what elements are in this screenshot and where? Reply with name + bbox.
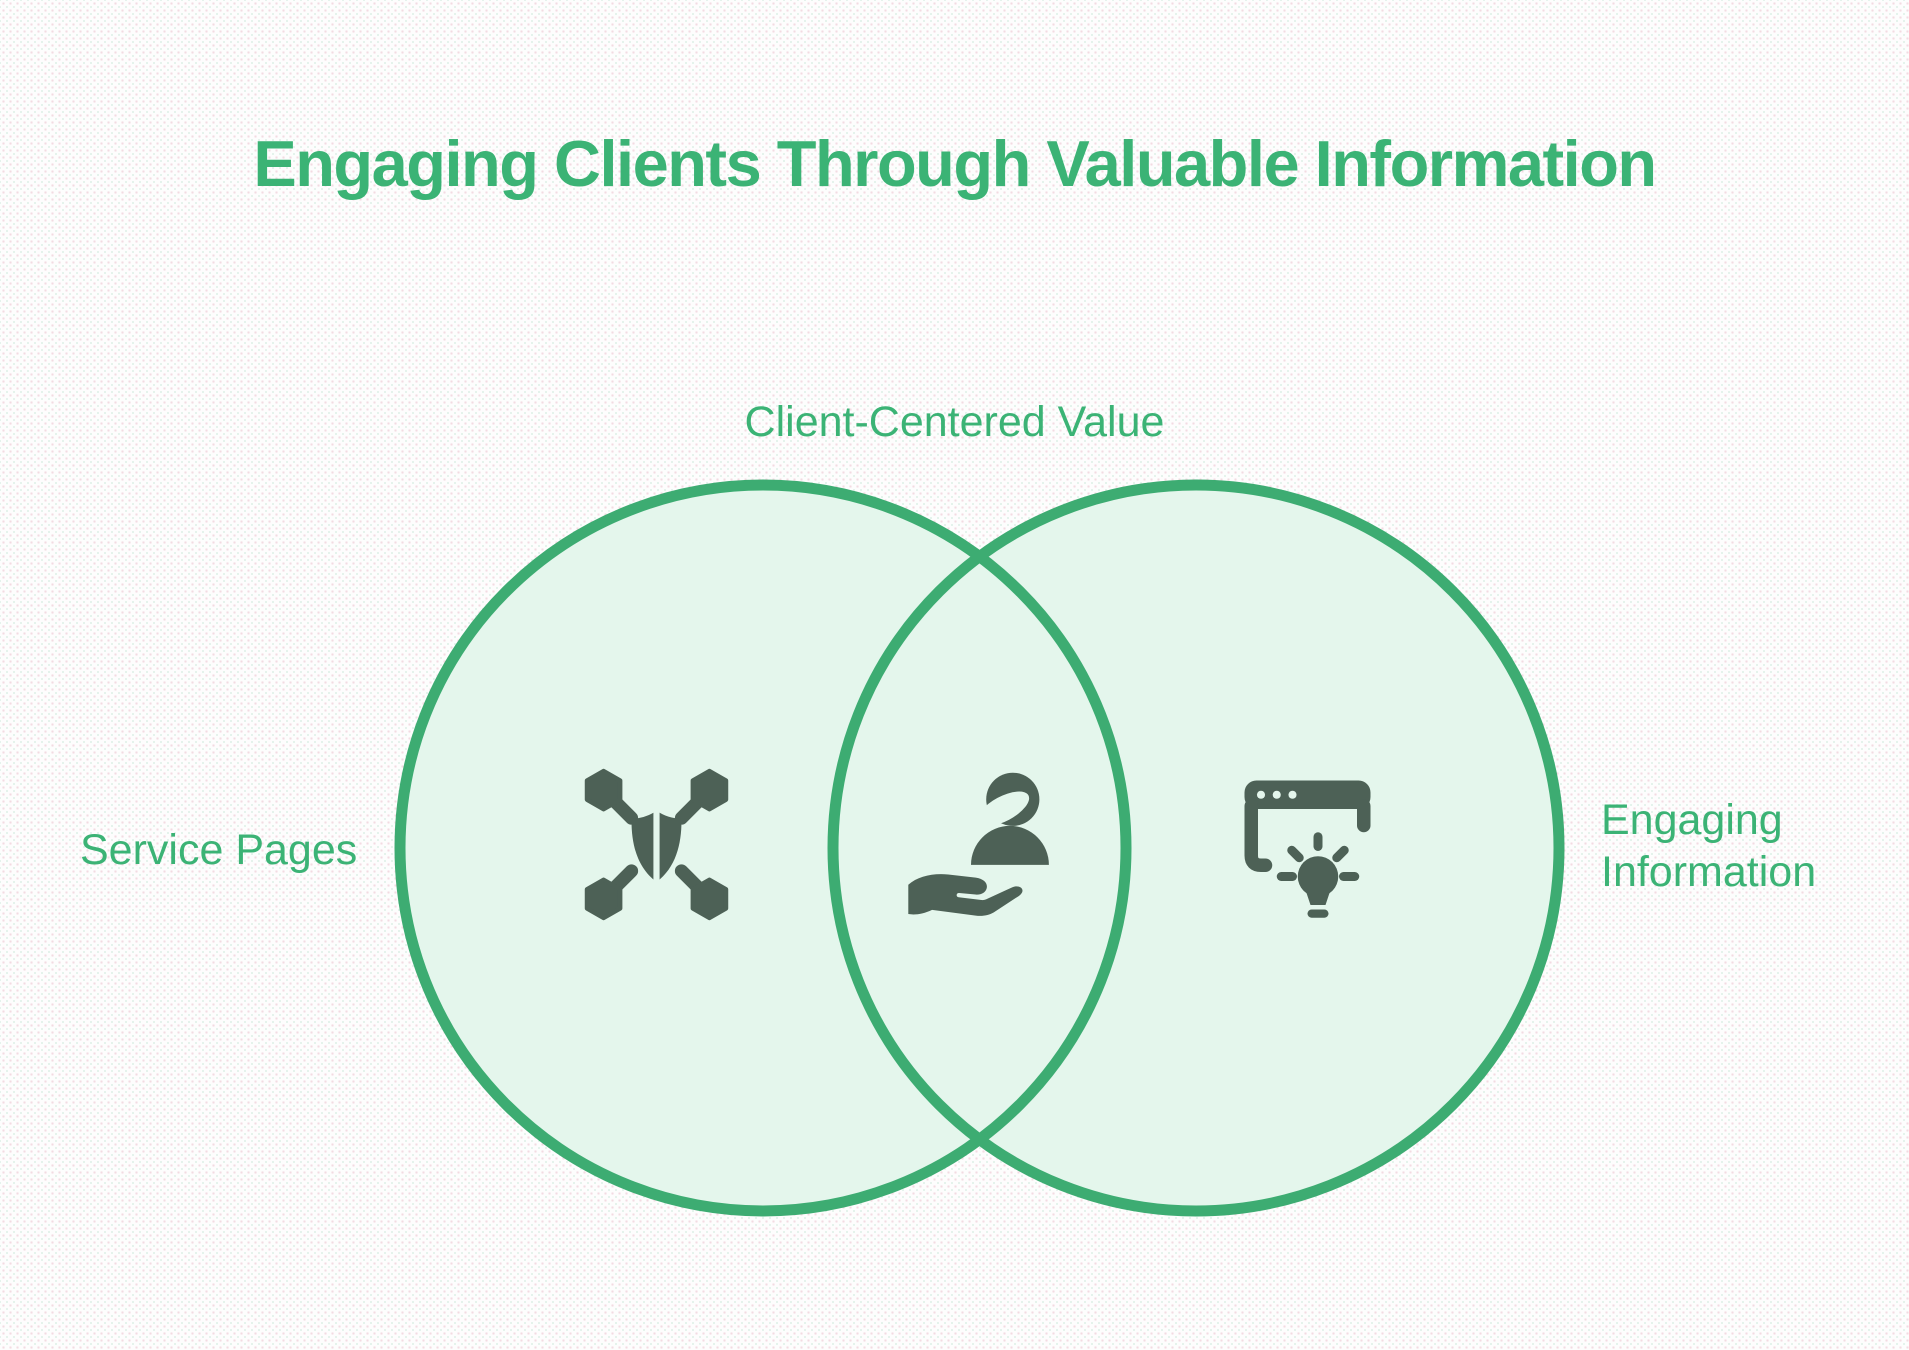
browser-idea-icon [1244, 780, 1371, 918]
right-circle-outline [827, 479, 1565, 1217]
left-set-label: Service Pages [80, 826, 358, 874]
venn-circles [394, 479, 1565, 1217]
page-title: Engaging Clients Through Valuable Inform… [253, 127, 1657, 200]
shield-network-icon [584, 768, 729, 921]
right-set-label: Engaging Information [1601, 796, 1817, 897]
right-circle-fill [833, 485, 1559, 1211]
client-care-icon [908, 772, 1049, 916]
left-circle-outline [394, 479, 1132, 1217]
intersection-label: Client-Centered Value [744, 398, 1165, 446]
